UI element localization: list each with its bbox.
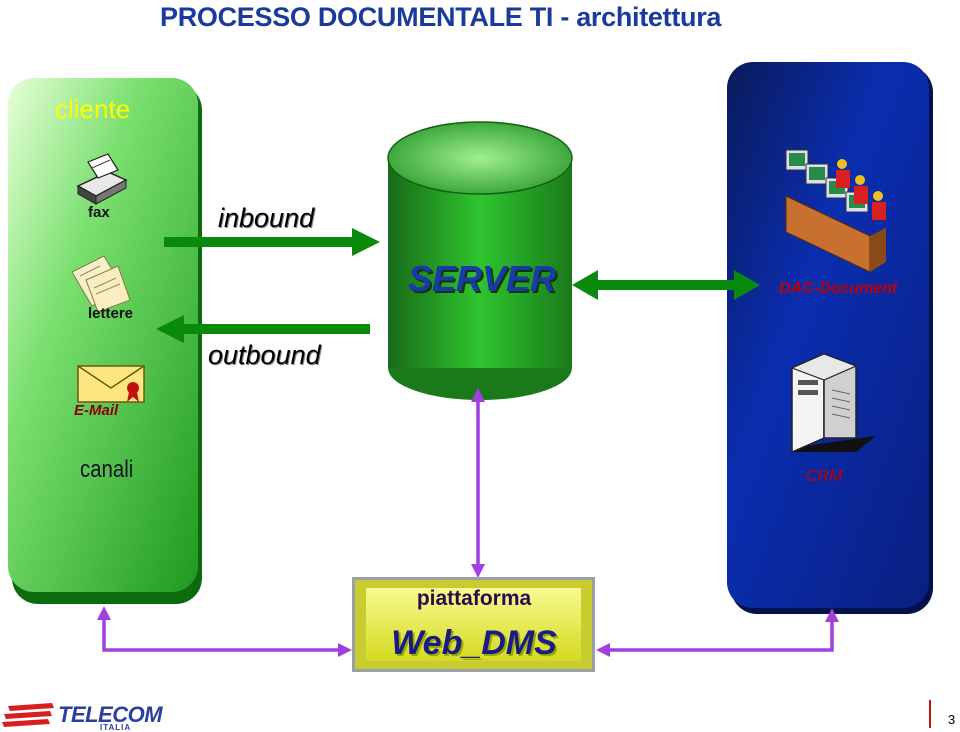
platform-label: piattaforma: [416, 587, 532, 610]
client-panel: [8, 78, 202, 604]
dac-document-label: DAC-Document: [779, 280, 898, 297]
fax-icon: [76, 153, 128, 205]
platform-box: [352, 577, 595, 672]
client-platform-connector: [97, 606, 352, 657]
backoffice-platform-connector: [596, 608, 839, 657]
dac-workstations-icon: [785, 149, 886, 273]
channels-label: canali: [80, 456, 134, 483]
outbound-arrow: [156, 315, 370, 343]
inbound-arrow: [164, 228, 380, 256]
server-cylinder: [387, 121, 573, 400]
outbound-label: outbound: [208, 340, 321, 370]
telecom-logo-subtext: ITALIA: [100, 723, 132, 732]
letters-icon: [71, 255, 131, 313]
telecom-logo-mark: [2, 703, 54, 727]
page-title: PROCESSO DOCUMENTALE TI - architettura: [160, 2, 722, 32]
channel-letters-label: lettere: [88, 305, 134, 322]
server-backoffice-arrow: [572, 270, 760, 300]
crm-label: CRM: [806, 468, 843, 485]
backoffice-panel: [727, 62, 933, 614]
server-label: SERVER: [408, 258, 557, 299]
email-envelope-icon: [77, 365, 145, 403]
crm-tower-icon: [790, 352, 876, 454]
inbound-label: inbound: [218, 203, 315, 233]
web-dms-label: Web_DMS: [391, 624, 557, 662]
server-platform-connector: [471, 388, 485, 578]
client-heading: cliente: [55, 94, 131, 124]
telecom-logo-text: TELECOM: [58, 702, 163, 727]
channel-email-label: E-Mail: [74, 402, 119, 419]
page-number: 3: [948, 712, 956, 727]
channel-fax-label: fax: [88, 204, 110, 221]
